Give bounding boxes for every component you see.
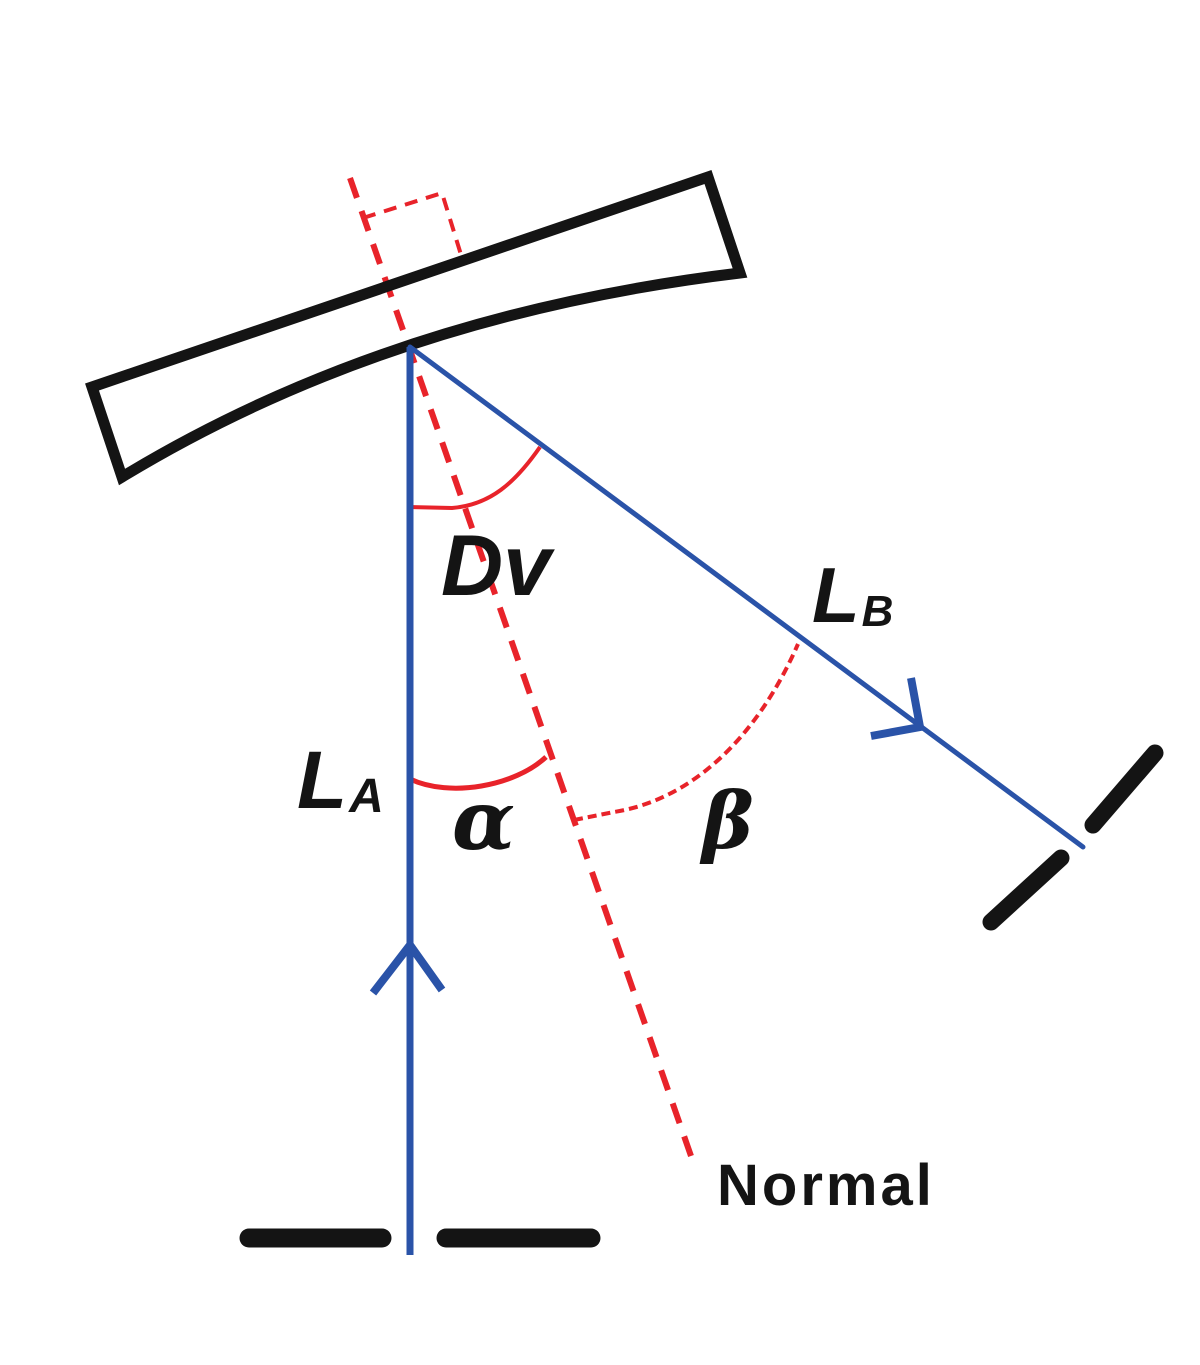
reflected-ray-label: LB	[812, 556, 893, 634]
reflected-ray-subscript: B	[861, 587, 894, 636]
angle-arc-dv	[407, 445, 542, 511]
normal-line-label: Normal	[717, 1153, 935, 1218]
deviation-angle-label: Dv	[441, 518, 551, 614]
reflected-ray-arrowhead	[870, 677, 925, 740]
right-angle-marker	[362, 190, 464, 259]
incident-ray-symbol: L	[297, 735, 348, 826]
mirror-outline	[85, 170, 748, 486]
alpha-angle-label: α	[452, 773, 516, 869]
angle-arc-alpha	[408, 755, 548, 791]
normal-dashed-line	[347, 177, 694, 1157]
incident-ray-arrowhead	[369, 938, 446, 996]
incident-ray-label: LA	[297, 740, 384, 822]
incident-ray-subscript: A	[349, 770, 384, 823]
reflected-ray	[407, 344, 1086, 850]
detector-dash-lower	[982, 849, 1070, 931]
reflected-ray-symbol: L	[812, 551, 860, 639]
angle-arc-beta	[573, 643, 800, 822]
detector-dash-upper	[1084, 744, 1164, 834]
beta-angle-label: β	[702, 776, 754, 867]
